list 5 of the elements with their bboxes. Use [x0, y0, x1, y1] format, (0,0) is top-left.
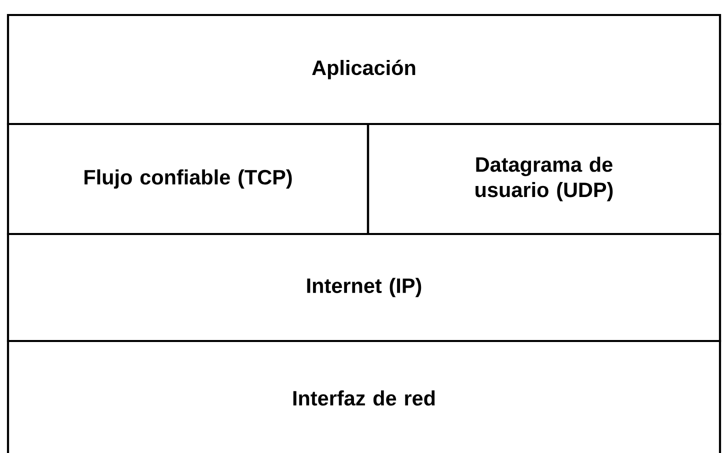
layer-box: Interfaz de red — [6, 340, 722, 453]
layer-box: Internet (IP) — [6, 232, 722, 342]
layer-box: Flujo confiable (TCP) — [6, 122, 370, 236]
layer-box: Aplicación — [6, 14, 722, 126]
layer-box: Datagrama de usuario (UDP) — [366, 122, 722, 236]
